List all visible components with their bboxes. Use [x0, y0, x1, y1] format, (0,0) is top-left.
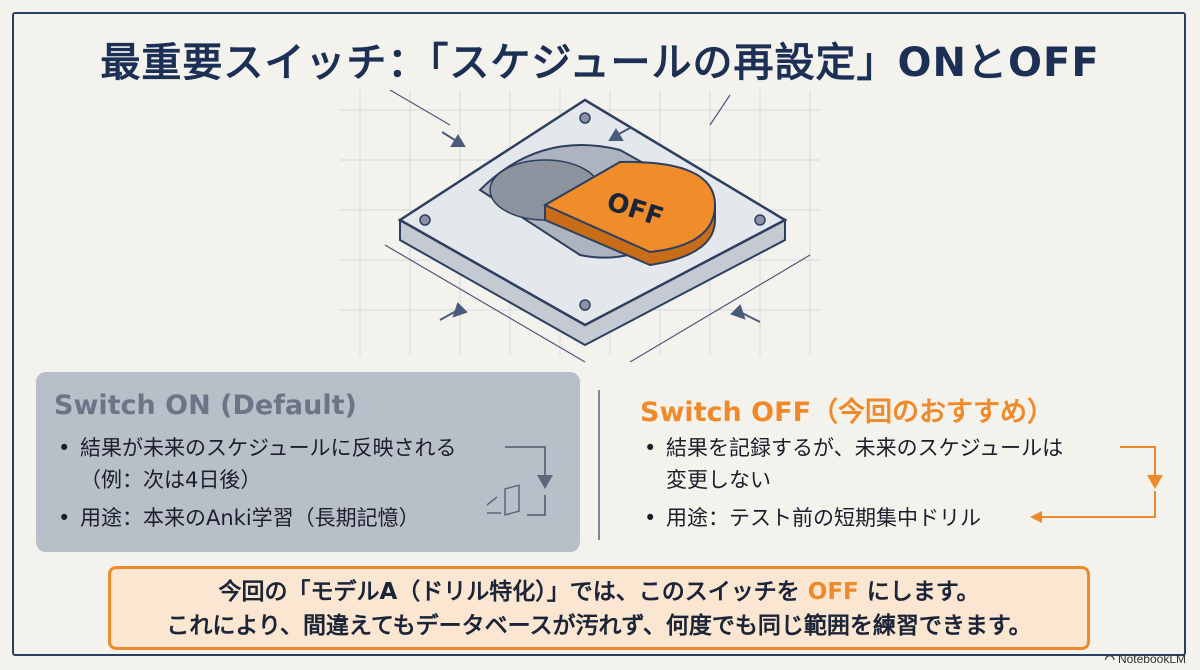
off-bullet-2-line1: 用途：テスト前の短期集中ドリル	[666, 506, 981, 530]
on-bullet-1: • 結果が未来のスケジュールに反映される	[58, 432, 457, 464]
notebooklm-icon: ◠	[1104, 652, 1115, 666]
off-flow-connector	[1030, 446, 1163, 523]
switch-off-heading: Switch OFF（今回のおすすめ）	[640, 397, 1055, 428]
bullet-dot: •	[644, 436, 657, 460]
notebooklm-logo: ◠NotebookLM	[1104, 652, 1186, 666]
slide-frame	[12, 12, 1186, 656]
bullet-dot: •	[58, 506, 71, 530]
switch-illustration: OFF	[340, 89, 820, 363]
logo-text: NotebookLM	[1117, 652, 1186, 666]
summary-off-highlight: OFF	[807, 579, 859, 605]
bullet-dot: •	[644, 506, 657, 530]
summary-line-1-post: にします。	[858, 579, 980, 605]
summary-line-2: これにより、間違えてもデータベースが汚れず、何度でも同じ範囲を練習できます。	[166, 613, 1032, 639]
switch-on-heading: Switch ON (Default)	[54, 390, 357, 421]
off-bullet-2: • 用途：テスト前の短期集中ドリル	[644, 502, 981, 534]
direction-arrows	[439, 127, 761, 323]
switch-knob	[542, 160, 717, 254]
off-bullet-1: • 結果を記録するが、未来のスケジュールは	[644, 432, 1063, 464]
on-bullet-1-continuation: （例：次は4日後）	[80, 468, 262, 492]
summary-line-1: 今回の「モデルA（ドリル特化）」では、このスイッチを OFF にします。	[111, 575, 1087, 609]
summary-box: 今回の「モデルA（ドリル特化）」では、このスイッチを OFF にします。 これに…	[108, 566, 1090, 650]
dimension-lines	[384, 89, 811, 363]
off-bullet-1-continuation: 変更しない	[666, 468, 771, 492]
page-title: 最重要スイッチ：「スケジュールの再設定」ONとOFF	[100, 40, 1100, 86]
screw-holes	[419, 112, 766, 311]
switch-on-panel	[36, 372, 580, 552]
on-bullet-1-line1: 結果が未来のスケジュールに反映される	[80, 436, 457, 460]
summary-line-1-pre: 今回の「モデルA（ドリル特化）」では、このスイッチを	[218, 579, 808, 605]
on-bullet-2-line1: 用途：本来のAnki学習（長期記憶）	[80, 506, 420, 530]
off-bullet-1-line1: 結果を記録するが、未来のスケジュールは	[666, 436, 1064, 460]
bullet-dot: •	[58, 436, 71, 460]
column-divider	[598, 390, 600, 540]
on-bullet-2: • 用途：本来のAnki学習（長期記憶）	[58, 502, 420, 534]
on-flow-connector	[486, 446, 553, 516]
